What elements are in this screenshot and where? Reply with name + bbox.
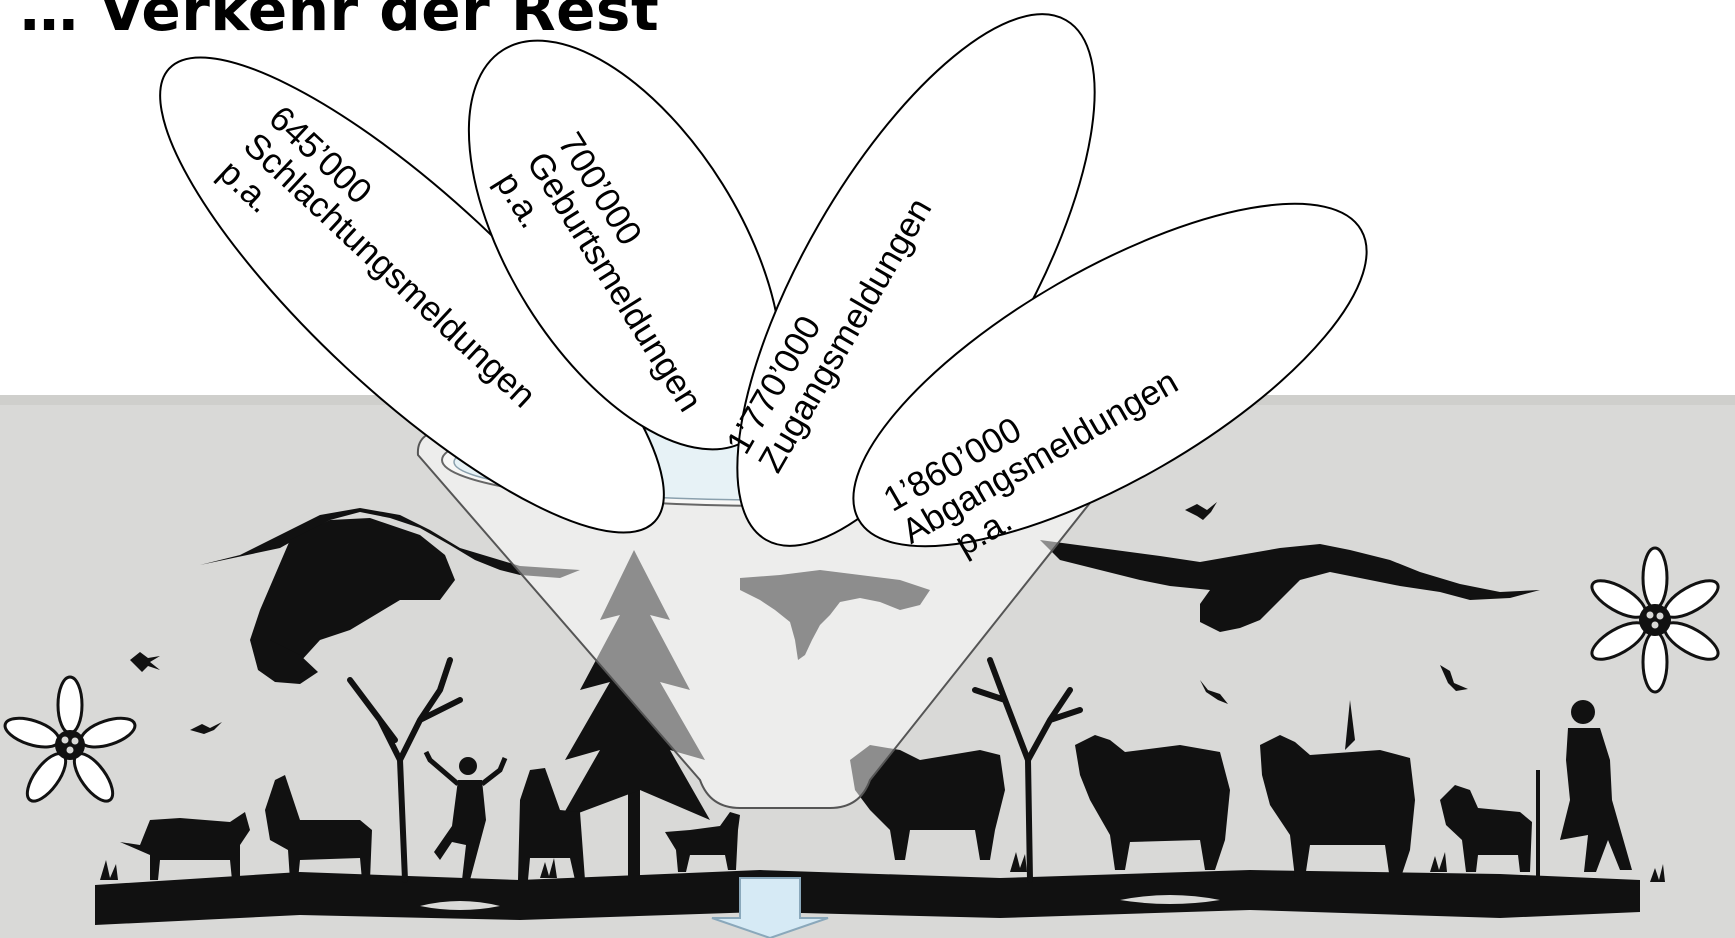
petal-abgang: [852, 202, 1368, 548]
cow-silhouettes: [850, 700, 1415, 880]
bare-tree-left: [347, 657, 463, 883]
goat-silhouettes-left: [120, 768, 585, 880]
goat-silhouette-right: [1440, 785, 1532, 872]
edelweiss-left-icon: [3, 675, 137, 803]
dog-silhouette: [665, 812, 740, 872]
arrow-down-icon: [711, 877, 829, 938]
petal-shapes: [159, 13, 1368, 548]
grass-silhouettes: [100, 852, 1665, 882]
slide-title: … Verkehr der Rest: [20, 0, 660, 44]
boy-silhouette: [423, 750, 508, 880]
woman-silhouette: [1536, 700, 1632, 890]
ground-silhouette: [95, 870, 1640, 925]
edelweiss-right-icon: [1590, 546, 1720, 694]
petal-schlachtung: [159, 56, 665, 534]
bird-silhouettes: [130, 502, 1468, 734]
bare-tree-right: [972, 657, 1083, 883]
